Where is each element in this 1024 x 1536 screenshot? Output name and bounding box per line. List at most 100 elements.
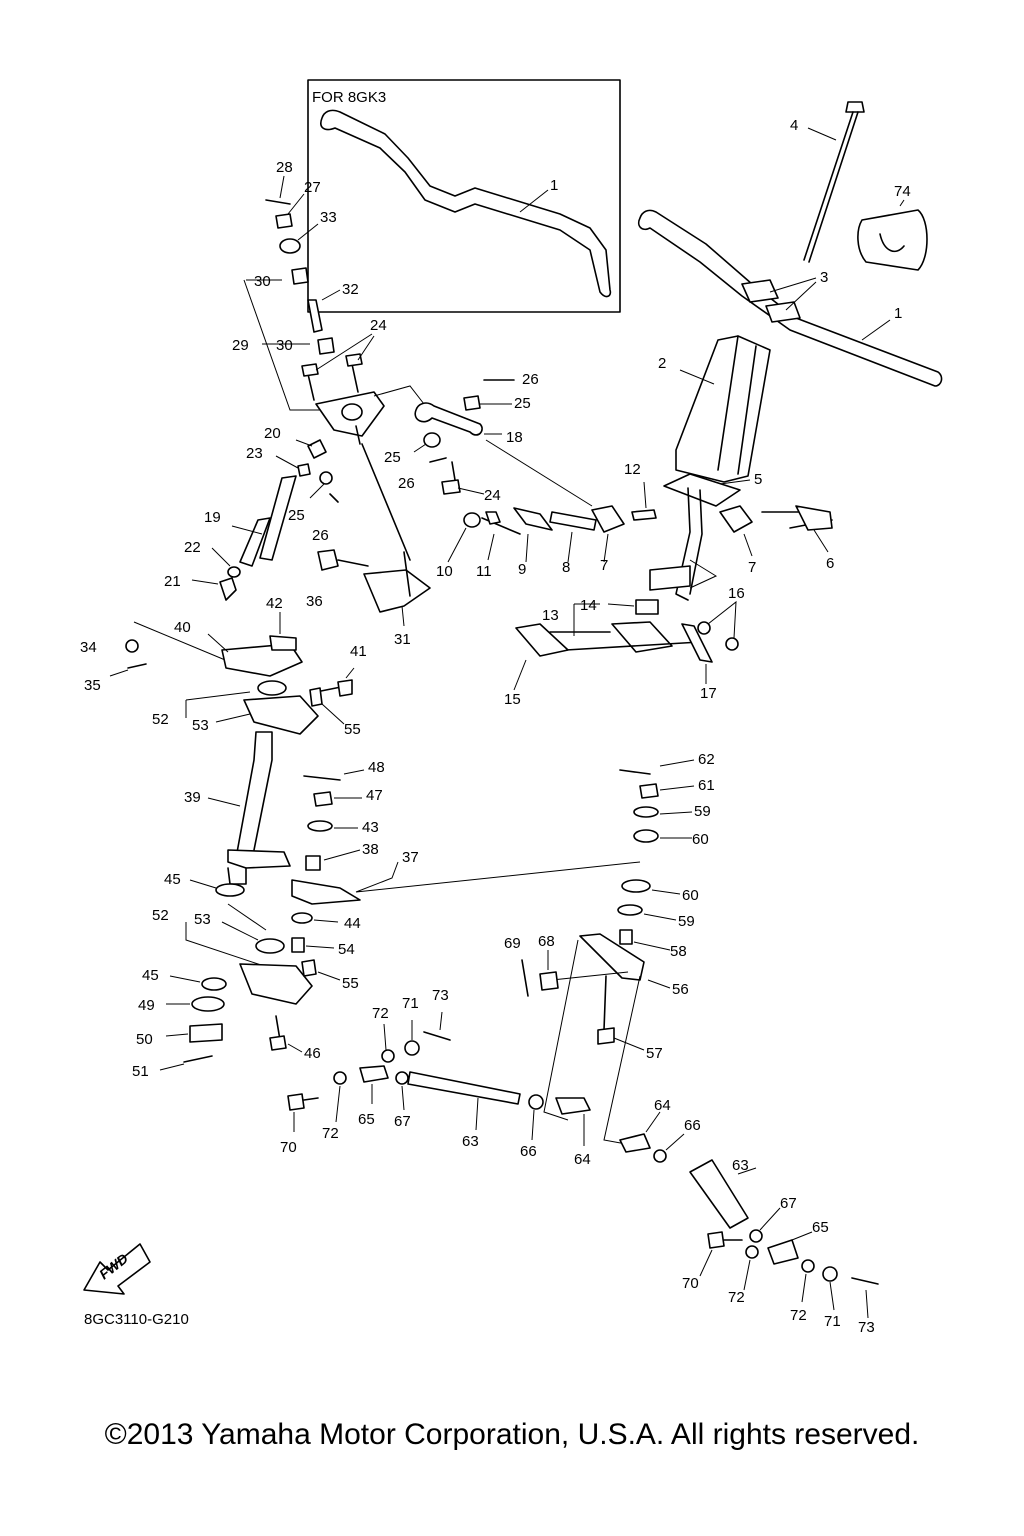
callout-65-right: 65 [812, 1219, 829, 1236]
callout-67-right: 67 [780, 1195, 797, 1212]
callout-30-lower: 30 [276, 337, 293, 354]
callout-18: 18 [506, 429, 523, 446]
callout-12: 12 [624, 461, 641, 478]
callout-16: 16 [728, 585, 745, 602]
callout-26-right: 26 [522, 371, 539, 388]
callout-39: 39 [184, 789, 201, 806]
callout-33: 33 [320, 209, 337, 226]
callout-61: 61 [698, 777, 715, 794]
callout-37: 37 [402, 849, 419, 866]
callout-55-upper: 55 [344, 721, 361, 738]
callout-45-upper: 45 [164, 871, 181, 888]
callout-71-upper: 71 [402, 995, 419, 1012]
steering-parts-diagram: FOR 8GK3 1 [80, 79, 943, 1336]
callout-71-right: 71 [824, 1313, 841, 1330]
callout-41: 41 [350, 643, 367, 660]
inset-label: FOR 8GK3 [312, 89, 386, 106]
steering-shaft [207, 731, 291, 885]
callout-74: 74 [894, 183, 911, 200]
callout-73-right: 73 [858, 1319, 875, 1336]
callout-10: 10 [436, 563, 453, 580]
callout-66-right: 66 [684, 1117, 701, 1134]
column-linkage [447, 505, 739, 691]
center-arm-assembly [159, 769, 641, 1071]
callout-59-upper: 59 [694, 803, 711, 820]
callout-48: 48 [368, 759, 385, 776]
left-arm-assembly [109, 612, 355, 735]
callout-30-upper: 30 [254, 273, 271, 290]
right-arm-assembly [521, 759, 695, 1145]
inset-8gk3: FOR 8GK3 1 [307, 79, 621, 313]
callout-9: 9 [518, 561, 526, 578]
callout-29: 29 [232, 337, 249, 354]
callout-72-right-b: 72 [790, 1307, 807, 1324]
callout-52-upper: 52 [152, 711, 169, 728]
callout-63-right: 63 [732, 1157, 749, 1174]
inset-callout: 1 [550, 177, 558, 194]
callout-8: 8 [562, 559, 570, 576]
callout-47: 47 [366, 787, 383, 804]
callout-25-mid: 25 [384, 449, 401, 466]
copyright-notice: ©2013 Yamaha Motor Corporation, U.S.A. A… [104, 1418, 920, 1451]
callout-6: 6 [826, 555, 834, 572]
callout-72-right-a: 72 [728, 1289, 745, 1306]
callouts: 4 74 3 1 2 28 27 33 30 32 24 29 30 26 25… [80, 117, 911, 1336]
callout-70-right: 70 [682, 1275, 699, 1292]
callout-31: 31 [394, 631, 411, 648]
callout-49: 49 [138, 997, 155, 1014]
callout-14: 14 [580, 597, 597, 614]
callout-4: 4 [790, 117, 798, 134]
callout-68: 68 [538, 933, 555, 950]
callout-13: 13 [542, 607, 559, 624]
callout-1: 1 [894, 305, 902, 322]
callout-11: 11 [476, 563, 492, 580]
callout-59-lower: 59 [678, 913, 695, 930]
callout-36: 36 [306, 593, 323, 610]
callout-26-mid: 26 [398, 475, 415, 492]
upper-linkage [191, 175, 593, 627]
callout-24-lower: 24 [484, 487, 501, 504]
callout-2: 2 [658, 355, 666, 372]
callout-25-left: 25 [288, 507, 305, 524]
callout-60-upper: 60 [692, 831, 709, 848]
callout-63-left: 63 [462, 1133, 479, 1150]
callout-25-right: 25 [514, 395, 531, 412]
callout-40: 40 [174, 619, 191, 636]
diagram-code: 8GC3110-G210 [84, 1311, 189, 1328]
callout-64-lower: 64 [574, 1151, 591, 1168]
callout-53-lower: 53 [194, 911, 211, 928]
callout-15: 15 [504, 691, 521, 708]
callout-7-left: 7 [600, 557, 608, 574]
callout-26-left: 26 [312, 527, 329, 544]
callout-43: 43 [362, 819, 379, 836]
callout-62: 62 [698, 751, 715, 768]
callout-5: 5 [754, 471, 762, 488]
callout-57: 57 [646, 1045, 663, 1062]
callout-34: 34 [80, 639, 97, 656]
callout-20: 20 [264, 425, 281, 442]
callout-51: 51 [132, 1063, 149, 1080]
callout-17: 17 [700, 685, 717, 702]
callout-35: 35 [84, 677, 101, 694]
callout-56: 56 [672, 981, 689, 998]
callout-28: 28 [276, 159, 293, 176]
callout-60-lower: 60 [682, 887, 699, 904]
callout-24-upper: 24 [370, 317, 387, 334]
callout-44: 44 [344, 915, 361, 932]
callout-55-lower: 55 [342, 975, 359, 992]
tie-rod-assembly [287, 1011, 879, 1319]
callout-22: 22 [184, 539, 201, 556]
callout-3: 3 [820, 269, 828, 286]
callout-42: 42 [266, 595, 283, 612]
callout-7-right: 7 [748, 559, 756, 576]
callout-53-upper: 53 [192, 717, 209, 734]
callout-38: 38 [362, 841, 379, 858]
callout-73-upper: 73 [432, 987, 449, 1004]
callout-50: 50 [136, 1031, 153, 1048]
callout-64-upper: 64 [654, 1097, 671, 1114]
callout-32: 32 [342, 281, 359, 298]
handlebar-assembly [631, 101, 943, 601]
callout-72-left: 72 [322, 1125, 339, 1142]
callout-58: 58 [670, 943, 687, 960]
fwd-arrow: FWD [83, 1243, 151, 1295]
